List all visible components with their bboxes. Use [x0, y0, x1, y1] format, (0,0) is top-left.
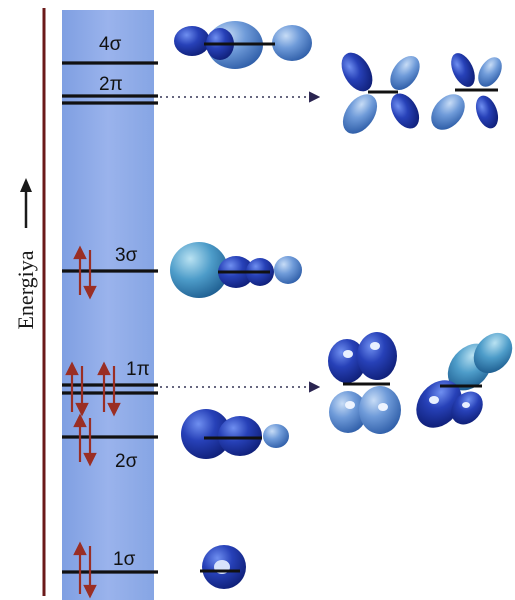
level-label-2sigma: 2σ: [115, 451, 138, 472]
orbital-2sigma: [181, 409, 289, 459]
level-lines: [62, 61, 158, 574]
electron-pair-1pi-b: [97, 361, 121, 417]
electron-pair-1sigma: [73, 541, 97, 599]
orbital-1pi-b: [416, 332, 513, 428]
electron-pair-2sigma: [73, 413, 97, 467]
level-label-1pi: 1π: [126, 359, 150, 380]
electron-pair-3sigma: [73, 245, 97, 300]
energy-axis-label: Energiya: [13, 250, 38, 330]
level-label-3sigma: 3σ: [115, 245, 138, 266]
level-label-1sigma: 1σ: [113, 549, 136, 570]
energy-column: [62, 10, 154, 600]
level-label-2pi: 2π: [99, 74, 123, 95]
electron-arrows: [65, 245, 121, 599]
orbital-3sigma: [170, 242, 302, 298]
energy-up-arrow: [20, 178, 32, 228]
level-label-4sigma: 4σ: [99, 34, 122, 55]
electron-pair-1pi-a: [65, 361, 89, 417]
orbital-1sigma: [200, 545, 246, 589]
orbital-4sigma: [174, 21, 312, 69]
orbital-2pi-a: [341, 52, 420, 134]
orbital-1pi-a: [328, 332, 401, 434]
orbital-2pi-b: [431, 53, 502, 130]
